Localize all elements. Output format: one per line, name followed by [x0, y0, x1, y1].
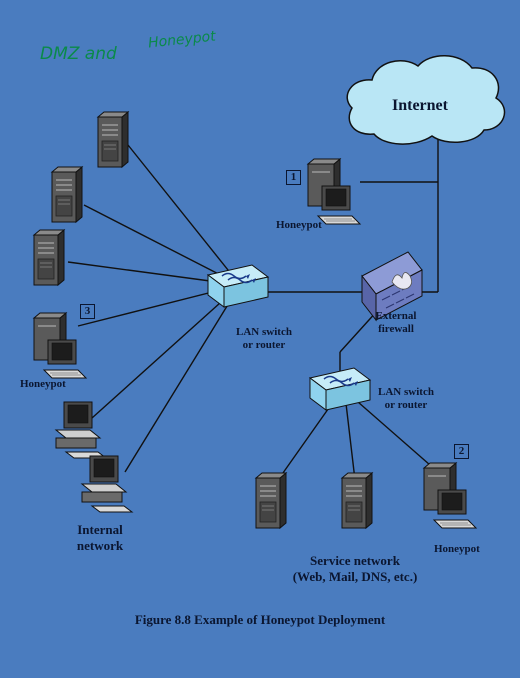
service-server-1-icon: [255, 472, 287, 529]
service-server-2-icon: [341, 472, 373, 529]
lan-switch-internal-icon: [207, 264, 269, 308]
external-firewall-label-line1: External: [375, 310, 417, 322]
handwritten-dmz-note: DMZ and: [40, 44, 117, 64]
lan-switch-service-label-line1: LAN switch: [378, 386, 434, 398]
link-firewall-dmz-a: [339, 309, 379, 353]
link-switch-desktop1: [91, 284, 241, 419]
marker-1: 1: [286, 170, 301, 185]
internal-network-label-line2: network: [76, 538, 124, 553]
figure-caption: Figure 8.8 Example of Honeypot Deploymen…: [134, 612, 386, 627]
internal-desktop-2-icon: [81, 455, 133, 513]
lan-switch-service-label: LAN switch or router: [370, 386, 442, 412]
marker-2: 2: [454, 444, 469, 459]
marker-3: 3: [80, 304, 95, 319]
lan-switch-internal-label-line2: or router: [242, 339, 286, 351]
internet-cloud: [346, 55, 506, 145]
service-network-label-line1: Service network: [310, 553, 400, 568]
external-firewall-label: External firewall: [368, 310, 424, 336]
service-network-label-line2: (Web, Mail, DNS, etc.): [292, 569, 418, 584]
internal-desktop-1-icon: [55, 401, 107, 459]
link-dmz-honeypot2: [349, 394, 439, 473]
link-dmz-server2: [344, 394, 356, 481]
internal-server-2-icon: [51, 166, 83, 223]
lan-switch-internal-label-line1: LAN switch: [236, 326, 292, 338]
link-switch-desktop2: [124, 284, 241, 473]
external-firewall-label-line2: firewall: [378, 323, 414, 335]
external-firewall-icon: [361, 251, 423, 322]
internet-label: Internet: [392, 97, 448, 114]
internal-network-label-line1: Internal: [77, 522, 123, 537]
link-switch-server-top: [127, 144, 241, 286]
lan-switch-internal-label: LAN switch or router: [228, 326, 300, 352]
honeypot-2-label: Honeypot: [434, 543, 480, 555]
internal-network-label: Internal network: [70, 522, 130, 554]
link-switch-server-mid: [83, 204, 241, 286]
honeypot-1-workstation-icon: [307, 158, 361, 225]
internal-server-1-icon: [97, 111, 129, 168]
lan-switch-service-label-line2: or router: [384, 399, 428, 411]
service-network-label: Service network (Web, Mail, DNS, etc.): [290, 553, 420, 585]
honeypot-2-workstation-icon: [423, 462, 477, 529]
honeypot-3-label: Honeypot: [20, 378, 66, 390]
internal-server-3-icon: [33, 229, 65, 286]
honeypot-1-label: Honeypot: [276, 219, 322, 231]
honeypot-3-workstation-icon: [33, 312, 87, 379]
connections: [67, 133, 439, 481]
